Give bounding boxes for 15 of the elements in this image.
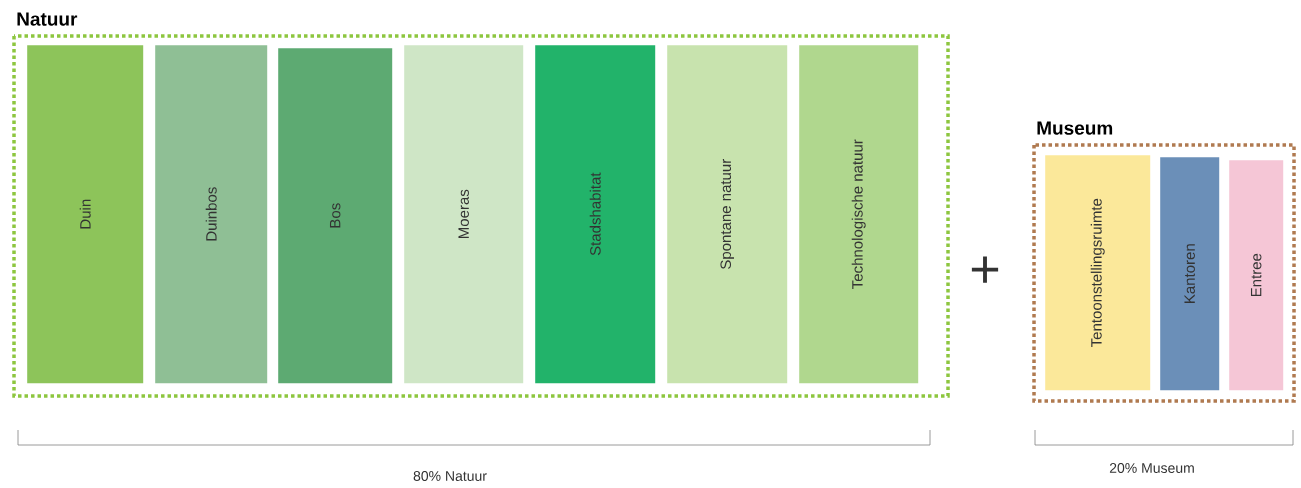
zone-bar: Technologische natuur bbox=[799, 45, 919, 384]
zone-bar: Entree bbox=[1229, 160, 1284, 391]
zone-bar: Bos bbox=[278, 48, 393, 384]
zone-bar: Moeras bbox=[404, 45, 524, 384]
bracket-label: 20% Museum bbox=[1109, 463, 1194, 473]
bracket-label: 80% Natuur bbox=[413, 471, 487, 481]
zone-bar: Stadshabitat bbox=[535, 45, 656, 384]
node-label: Natuur bbox=[17, 12, 78, 26]
zone-bar: Kantoren bbox=[1160, 157, 1220, 391]
plus-sign: + bbox=[971, 256, 999, 283]
zone-bar: Duin bbox=[27, 45, 144, 384]
zone-bar: Spontane natuur bbox=[667, 45, 788, 384]
zone-bar: Tentoonstellingsruimte bbox=[1045, 155, 1151, 391]
node-label: Museum bbox=[1037, 121, 1113, 135]
zone-bar: Duinbos bbox=[155, 45, 268, 384]
